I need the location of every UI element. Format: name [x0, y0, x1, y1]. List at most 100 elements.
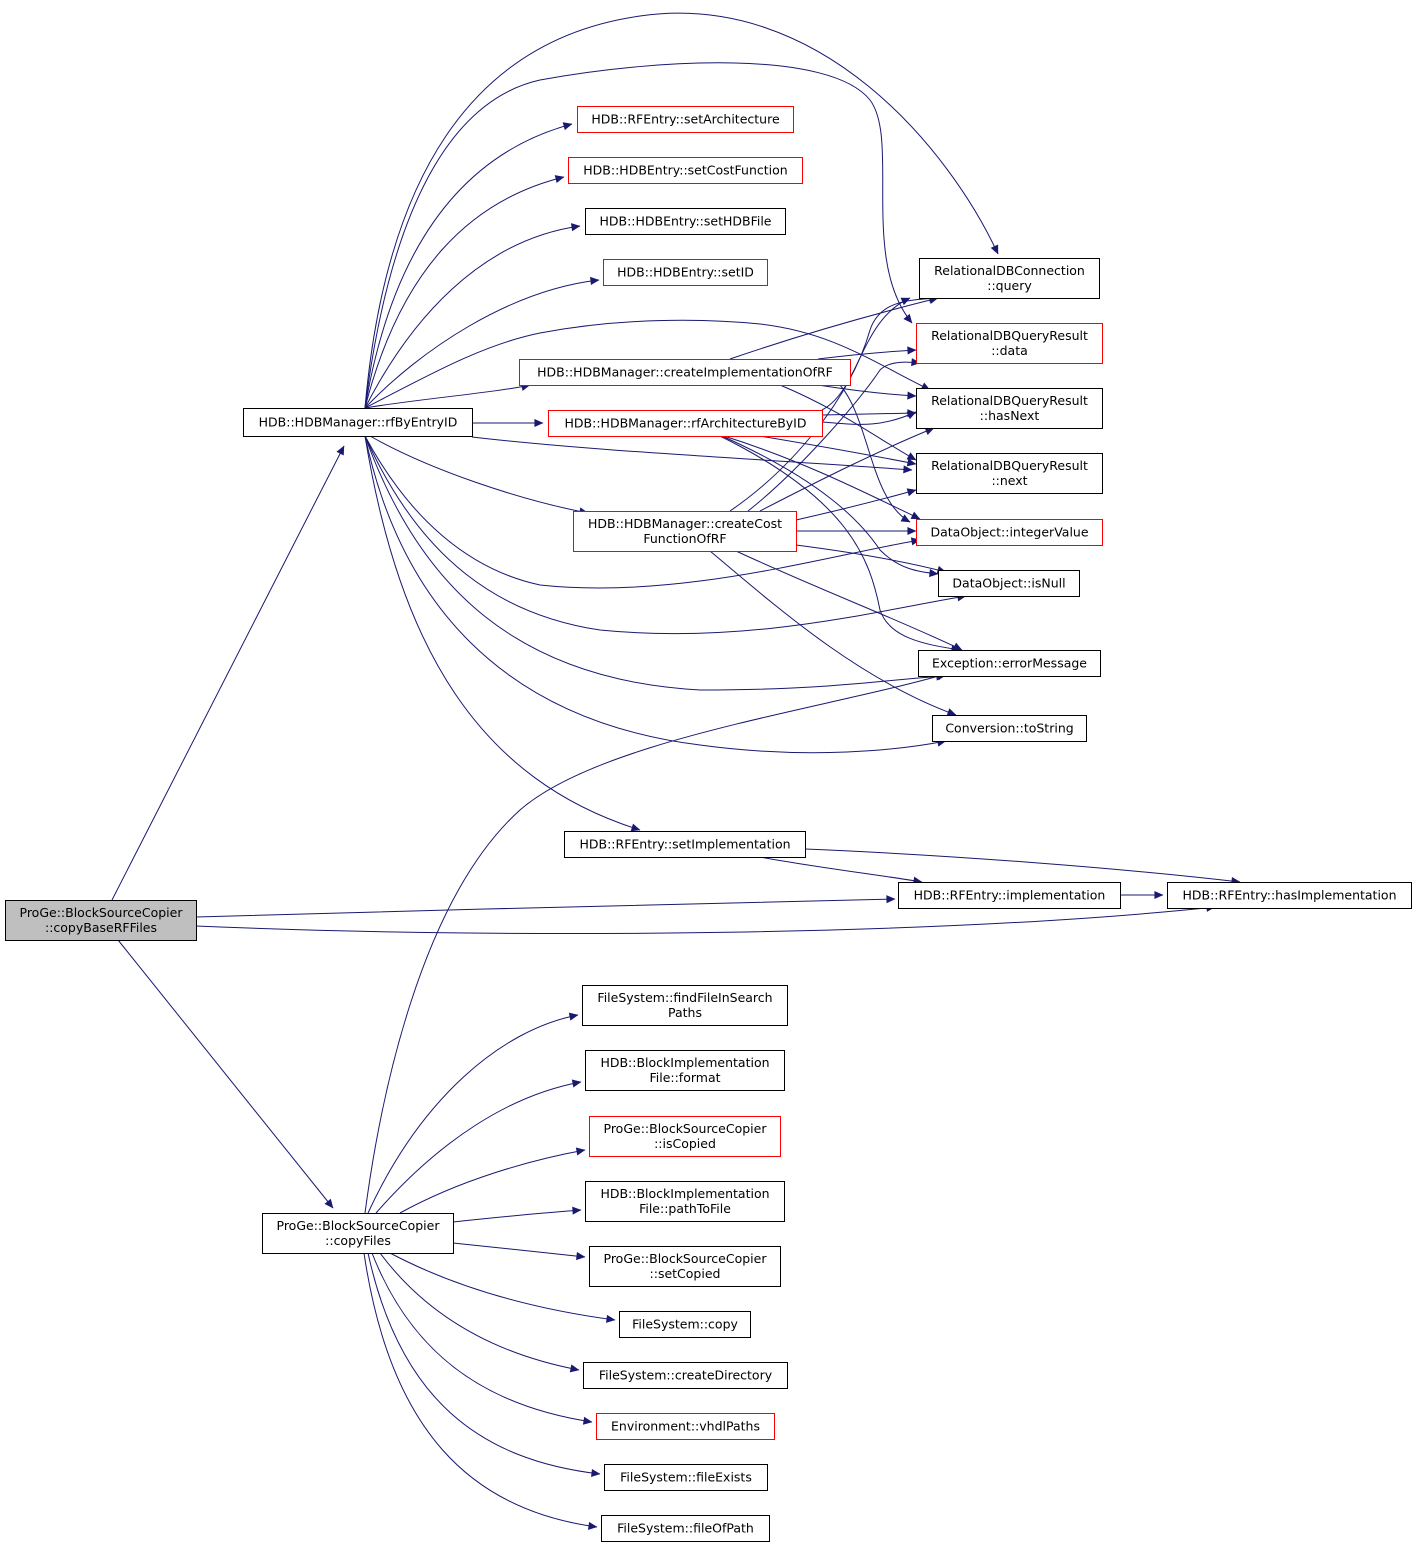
node-box [589, 1116, 781, 1157]
edge-rfByEntryID-to-setArchitecture [364, 122, 573, 409]
node-label: HDB::HDBManager::createImplementationOfR… [537, 365, 833, 380]
edge-rfArchitectureByID-to-next [759, 435, 917, 467]
edge-rfByEntryID-to-setHDBFile [364, 223, 581, 409]
edge-copyFiles-to-setCopied [452, 1242, 586, 1261]
node-box [577, 106, 794, 133]
node-setImplementation[interactable]: HDB::RFEntry::setImplementation [564, 831, 806, 858]
node-box [519, 359, 851, 386]
node-setCostFunction[interactable]: HDB::HDBEntry::setCostFunction [568, 157, 803, 184]
node-fileOfPath[interactable]: FileSystem::fileOfPath [601, 1515, 770, 1542]
edge-createImplementationOfRF-to-integerValue [839, 384, 911, 523]
node-rfArchitectureByID[interactable]: HDB::HDBManager::rfArchitectureByID [548, 410, 823, 437]
edge-rfByEntryID-to-toString [364, 435, 947, 754]
node-isNull[interactable]: DataObject::isNull [938, 570, 1080, 597]
node-createDirectory[interactable]: FileSystem::createDirectory [583, 1362, 788, 1389]
edge-copyFiles-to-findFileInSearchPaths [367, 1012, 579, 1214]
node-label: FileSystem::createDirectory [599, 1368, 773, 1383]
node-setHDBFile[interactable]: HDB::HDBEntry::setHDBFile [585, 208, 786, 235]
node-label: HDB::HDBEntry::setID [617, 265, 754, 280]
node-copyBaseRFFiles[interactable]: ProGe::BlockSourceCopier::copyBaseRFFile… [5, 900, 197, 941]
node-box [932, 715, 1087, 742]
node-label: ProGe::BlockSourceCopier [20, 905, 184, 920]
node-errorMessage[interactable]: Exception::errorMessage [918, 650, 1101, 677]
edge-rfByEntryID-to-setCostFunction [364, 175, 565, 409]
node-hasImplementation[interactable]: HDB::RFEntry::hasImplementation [1167, 882, 1412, 909]
node-toString[interactable]: Conversion::toString [932, 715, 1087, 742]
node-box [573, 511, 797, 552]
node-label: ::copyBaseRFFiles [45, 920, 157, 935]
node-box [548, 410, 823, 437]
edge-rfArchitectureByID-to-data [821, 409, 917, 418]
edge-copyBaseRFFiles-to-copyFiles [117, 939, 334, 1209]
node-box [918, 650, 1101, 677]
node-box [568, 157, 803, 184]
node-label: HDB::BlockImplementation [600, 1186, 769, 1201]
node-label: HDB::HDBManager::rfArchitectureByID [565, 416, 807, 431]
node-label: ProGe::BlockSourceCopier [604, 1121, 768, 1136]
node-label: FileSystem::findFileInSearch [597, 990, 772, 1005]
node-box [5, 900, 197, 941]
node-copyFiles[interactable]: ProGe::BlockSourceCopier::copyFiles [262, 1213, 454, 1254]
edge-copyBaseRFFiles-to-rfByEntryID [111, 445, 345, 901]
node-isCopied[interactable]: ProGe::BlockSourceCopier::isCopied [589, 1116, 781, 1157]
edge-createCostFunctionOfRF-to-query [729, 294, 939, 512]
node-setID[interactable]: HDB::HDBEntry::setID [603, 259, 768, 286]
node-box [919, 258, 1100, 299]
node-createImplementationOfRF[interactable]: HDB::HDBManager::createImplementationOfR… [519, 359, 851, 386]
edge-createCostFunctionOfRF-to-isNull [795, 544, 947, 574]
edge-copyFiles-to-errorMessage [364, 672, 947, 1214]
node-label: File::pathToFile [639, 1201, 731, 1216]
node-query[interactable]: RelationalDBConnection::query [919, 258, 1100, 299]
edge-copyFiles-to-vhdlPaths [371, 1252, 593, 1425]
node-setArchitecture[interactable]: HDB::RFEntry::setArchitecture [577, 106, 794, 133]
edge-rfByEntryID-to-setID [364, 276, 600, 409]
node-fileExists[interactable]: FileSystem::fileExists [604, 1464, 768, 1491]
node-label: ::next [991, 473, 1027, 488]
node-label: HDB::HDBEntry::setCostFunction [583, 163, 787, 178]
edge-rfByEntryID-to-createCostFunctionOfRF [369, 435, 589, 516]
node-label: ProGe::BlockSourceCopier [277, 1218, 441, 1233]
node-box [916, 519, 1103, 546]
node-implementation[interactable]: HDB::RFEntry::implementation [898, 882, 1121, 909]
edge-createCostFunctionOfRF-to-data [747, 358, 921, 512]
edge-rfByEntryID-to-createImplementationOfRF [364, 382, 531, 409]
node-vhdlPaths[interactable]: Environment::vhdlPaths [596, 1413, 775, 1440]
node-label: FileSystem::copy [632, 1317, 738, 1332]
node-setCopied[interactable]: ProGe::BlockSourceCopier::setCopied [589, 1246, 781, 1287]
node-next[interactable]: RelationalDBQueryResult::next [916, 453, 1103, 494]
node-box [585, 208, 786, 235]
node-rfByEntryID[interactable]: HDB::HDBManager::rfByEntryID [243, 408, 473, 437]
edge-createImplementationOfRF-to-query [729, 296, 939, 360]
edge-rfByEntryID-to-isNull [364, 435, 967, 635]
node-label: DataObject::isNull [952, 576, 1065, 591]
node-label: RelationalDBQueryResult [931, 328, 1088, 343]
edge-createCostFunctionOfRF-to-errorMessage [735, 550, 963, 651]
node-box [585, 1181, 785, 1222]
node-box [604, 1464, 768, 1491]
edge-rfArchitectureByID-to-errorMessage [719, 435, 961, 653]
node-label: File::format [649, 1070, 720, 1085]
node-box [619, 1311, 751, 1338]
node-box [898, 882, 1121, 909]
node-label: Exception::errorMessage [932, 656, 1087, 671]
node-label: ::setCopied [650, 1266, 721, 1281]
node-data[interactable]: RelationalDBQueryResult::data [916, 323, 1103, 364]
node-label: Environment::vhdlPaths [611, 1419, 760, 1434]
edge-copyFiles-to-fileExists [367, 1252, 601, 1478]
node-box [916, 388, 1103, 429]
node-label: RelationalDBQueryResult [931, 458, 1088, 473]
node-integerValue[interactable]: DataObject::integerValue [916, 519, 1103, 546]
node-copy[interactable]: FileSystem::copy [619, 1311, 751, 1338]
edge-createImplementationOfRF-to-data [817, 346, 917, 360]
edge-rfArchitectureByID-to-isNull [721, 435, 939, 578]
edge-rfByEntryID-to-errorMessage [364, 435, 946, 691]
node-box [916, 323, 1103, 364]
node-box [596, 1413, 775, 1440]
node-hasNext[interactable]: RelationalDBQueryResult::hasNext [916, 388, 1103, 429]
edge-copyFiles-to-fileOfPath [363, 1252, 598, 1530]
edge-rfArchitectureByID-to-hasNext [821, 411, 917, 425]
